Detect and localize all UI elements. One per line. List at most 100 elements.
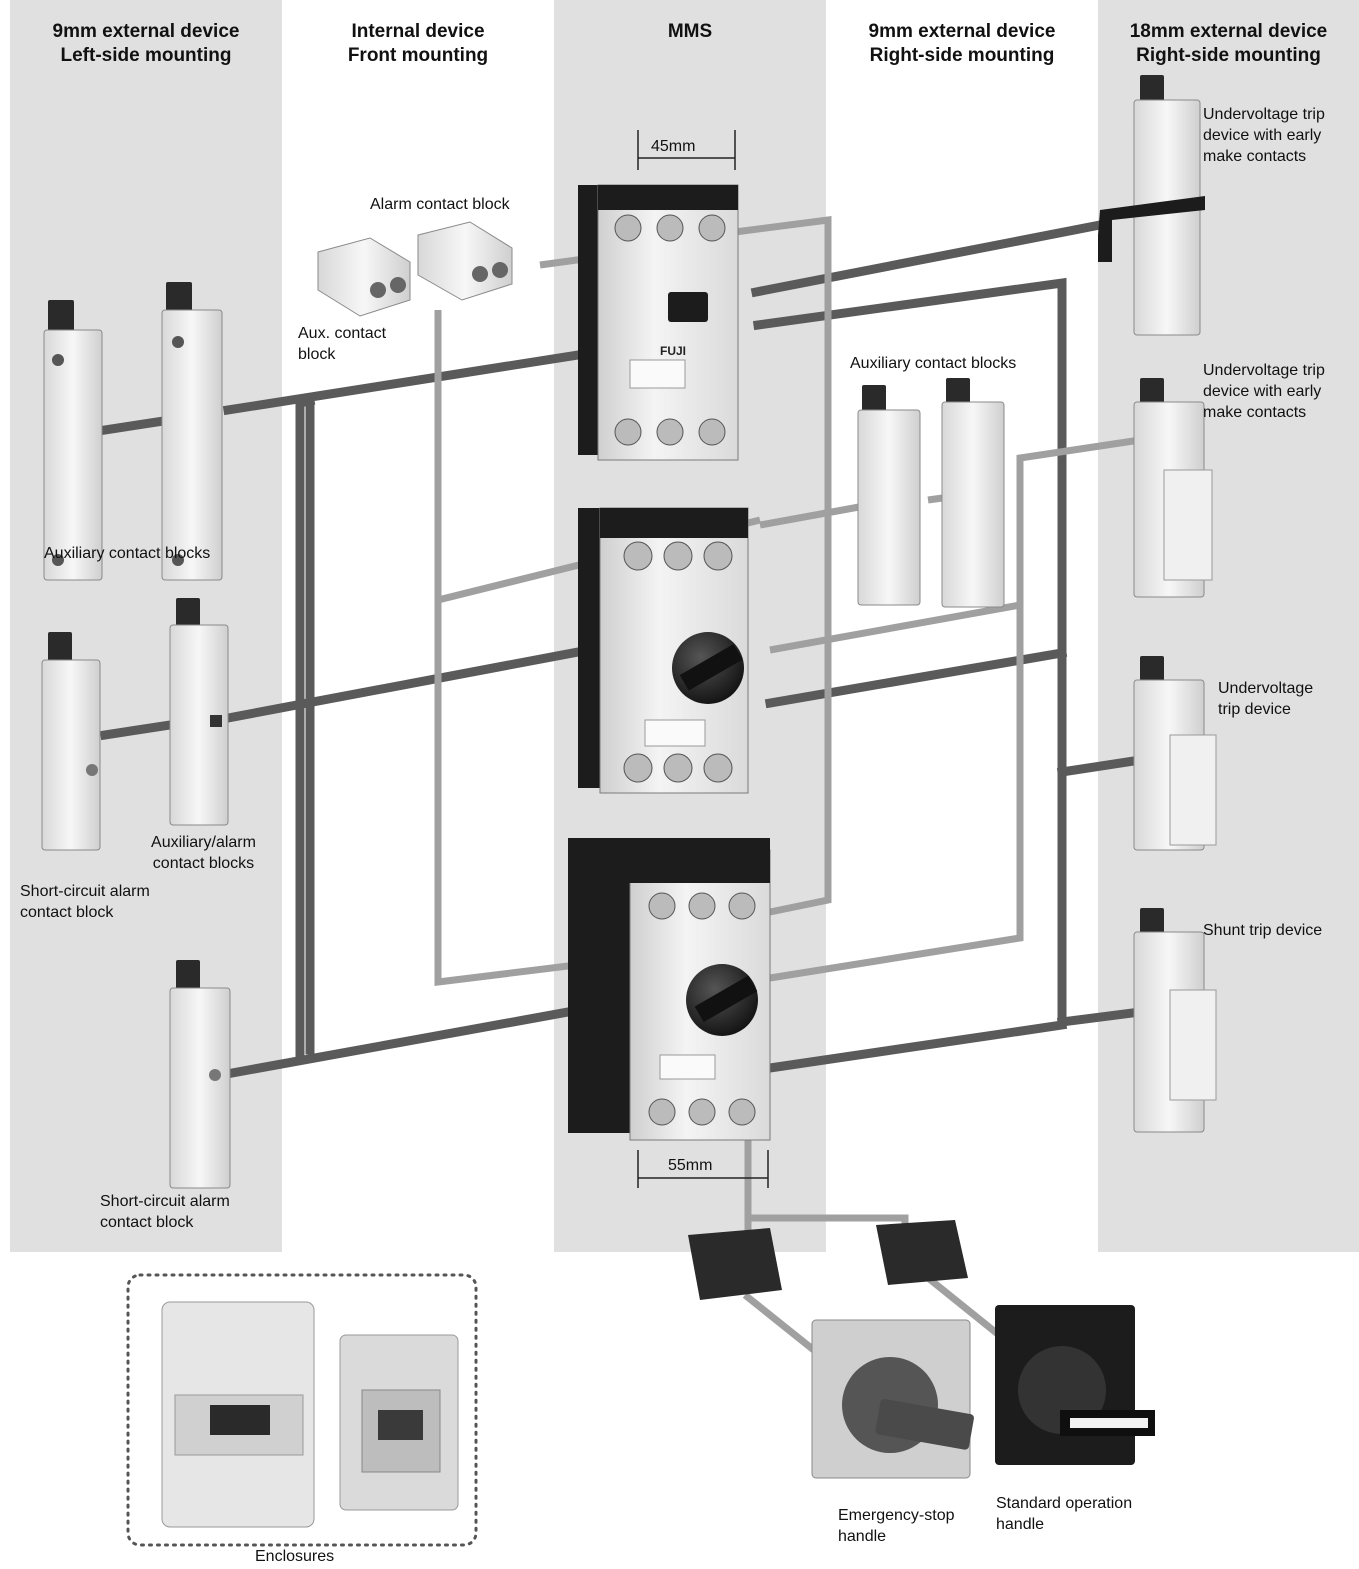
mms-top-cover [598, 185, 738, 210]
mms-side-housing [568, 838, 630, 1133]
coupler-body [688, 1228, 782, 1300]
col-head-internal: Internal device Front mounting [282, 20, 554, 68]
estop-coupler [688, 1228, 782, 1300]
label-line: make contacts [1203, 404, 1307, 421]
block-body [417, 221, 513, 301]
connector-left-aux-pair [99, 414, 176, 436]
block-body [857, 409, 921, 606]
terminal-screw [614, 418, 642, 446]
label-alarm-contact-block: Alarm contact block [370, 196, 510, 213]
label-short-circuit-alarm-1: Short-circuit alarm contact block [20, 881, 150, 923]
block-body [169, 624, 229, 826]
terminal-screw [52, 354, 64, 366]
terminal-screw [656, 418, 684, 446]
connector-mms2-to-right-aux [759, 501, 871, 529]
mms-name-plate [629, 359, 686, 389]
label-line: contact block [100, 1214, 194, 1231]
label-emergency-stop-handle: Emergency-stop handle [838, 1505, 955, 1547]
mms-side-rail [578, 185, 598, 455]
label-line: handle [996, 1516, 1045, 1533]
terminal-screw [688, 892, 716, 920]
rotary-knob-lever [694, 975, 758, 1023]
mms-brand-text: FUJI [660, 344, 686, 358]
block-body [317, 237, 411, 317]
coupler-body [876, 1220, 968, 1285]
coil-housing [1163, 469, 1213, 581]
rotary-knob-lever [679, 644, 743, 691]
col-head-right-9mm: 9mm external device Right-side mounting [826, 20, 1098, 68]
handle-lever [875, 1398, 974, 1450]
handle-lever-stripe [1070, 1418, 1148, 1428]
terminal-screw [623, 541, 653, 571]
terminal-screw [663, 753, 693, 783]
left-short-circuit-block-2 [169, 960, 231, 1189]
band-left-side [10, 0, 282, 1252]
label-line: device with early [1203, 383, 1322, 400]
label-line: Auxiliary/alarm [151, 834, 256, 851]
mms-unit-3 [568, 838, 771, 1141]
col-head-line: 9mm external device [52, 21, 240, 42]
dimension-55mm [637, 1150, 769, 1188]
terminal-screw [648, 1098, 676, 1126]
connector-mms1-to-right-bus [752, 277, 1067, 1027]
label-line: Undervoltage trip [1203, 362, 1325, 379]
label-aux-contact-blocks-left: Auxiliary contact blocks [44, 545, 211, 562]
label-line: Short-circuit alarm [20, 883, 150, 900]
terminal-screw [698, 214, 726, 242]
connector-mms1-to-uv-early-1 [750, 219, 1106, 298]
lever-handle [1098, 196, 1205, 262]
connector-lines-light [434, 216, 1141, 1378]
col-head-line: 9mm external device [868, 21, 1056, 42]
enclosures-frame [126, 1273, 478, 1547]
label-uv-trip: Undervoltage trip device [1218, 678, 1313, 720]
dimension-label-45mm: 45mm [651, 138, 696, 155]
terminal-screw [172, 554, 184, 566]
terminal-screw [390, 277, 406, 293]
label-short-circuit-alarm-2: Short-circuit alarm contact block [100, 1191, 230, 1233]
col-head-line: Front mounting [347, 45, 489, 66]
block-marker [210, 715, 222, 727]
label-uv-trip-early-1: Undervoltage trip device with early make… [1203, 104, 1325, 167]
connector-mms2-to-uv-early-2 [769, 436, 1141, 654]
connector-lines-dark [99, 219, 1146, 1079]
mms-top-cover [620, 838, 770, 883]
terminal-screw [172, 336, 184, 348]
col-head-line: MMS [667, 21, 713, 42]
block-body [169, 987, 231, 1189]
coil-housing [1169, 734, 1217, 846]
label-line: Emergency-stop [838, 1507, 955, 1524]
connector-bus-to-shunt-trip [1056, 1006, 1146, 1028]
terminal-screw [472, 266, 488, 282]
emergency-stop-handle [811, 1319, 974, 1479]
connector-left-alarm-to-mms2 [222, 646, 584, 724]
uv-trip-device [1133, 656, 1217, 851]
label-line: Aux. contact [298, 325, 387, 342]
label-line: contact block [20, 904, 114, 921]
connector-left-aux-alarm-pair [99, 719, 176, 741]
terminal-screw [656, 214, 684, 242]
label-line: Standard operation [996, 1495, 1133, 1512]
connector-left-aux-to-mms1 [222, 349, 584, 416]
terminal-screw [623, 753, 653, 783]
mms-side-rail [578, 508, 600, 788]
enclosure-small [339, 1334, 459, 1511]
terminal-screw [688, 1098, 716, 1126]
uv-trip-early-device-2 [1133, 378, 1213, 598]
terminal-screw [728, 1098, 756, 1126]
alarm-contact-block-front [417, 221, 513, 301]
connector-bus-to-uv-trip [1056, 754, 1146, 778]
enclosure-window [210, 1405, 270, 1435]
right-aux-block-2 [941, 378, 1005, 608]
connector-left-short-to-mms3 [226, 1006, 574, 1079]
mms-unit-2 [578, 507, 749, 794]
left-aux-block-2 [161, 282, 223, 581]
terminal-screw [492, 262, 508, 278]
standard-operation-handle [995, 1305, 1155, 1465]
block-body [43, 329, 103, 581]
col-head-line: Left-side mounting [60, 45, 232, 66]
connector-mms-vertical [734, 216, 832, 916]
label-line: block [298, 346, 336, 363]
terminal-screw [703, 753, 733, 783]
terminal-screw [52, 554, 64, 566]
